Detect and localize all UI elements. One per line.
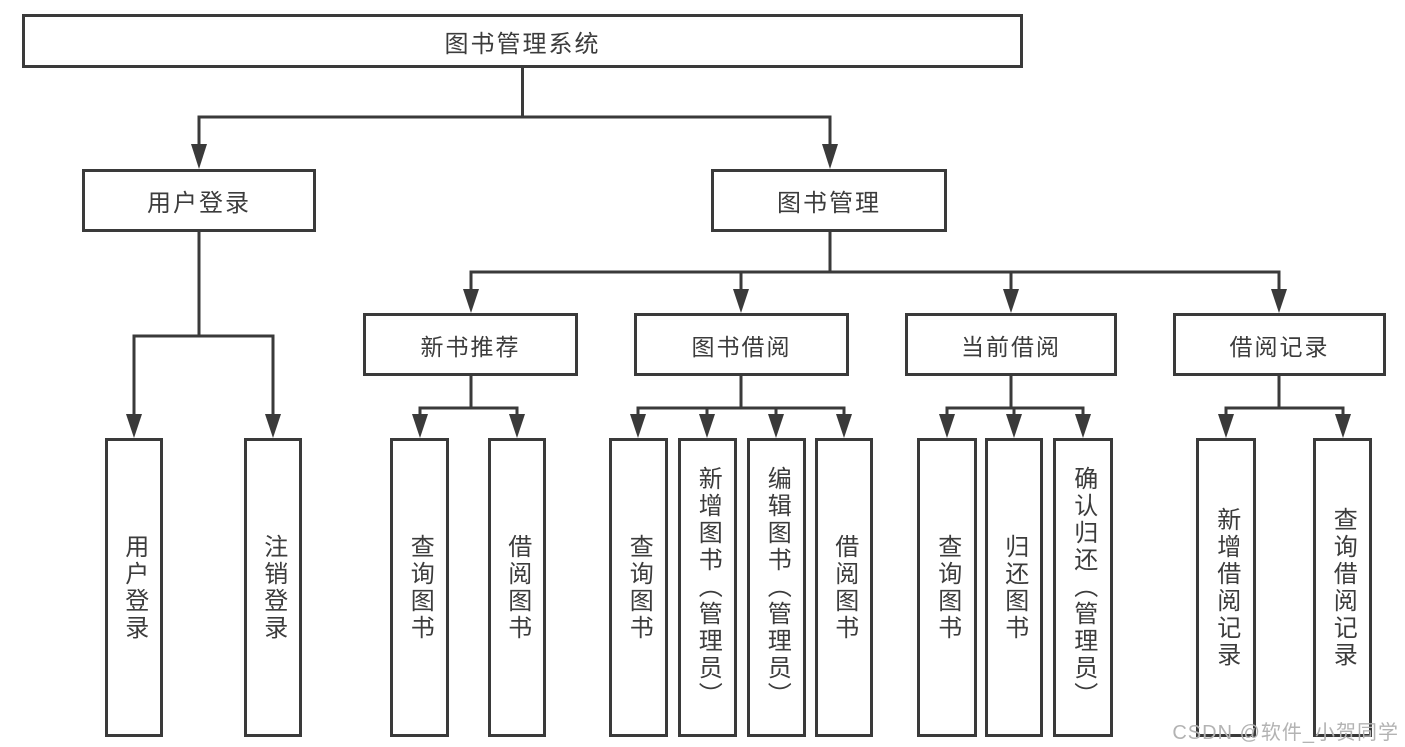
leaf-borrow-borrow-label: 借阅图书 — [830, 533, 858, 642]
leaf-records-query-label: 查询借阅记录 — [1329, 506, 1357, 669]
node-current-borrow-label: 当前借阅 — [961, 333, 1061, 360]
node-root-label: 图书管理系统 — [444, 30, 601, 58]
leaf-newbooks-query-label: 查询图书 — [406, 533, 434, 642]
leaf-current-confirm: 确认归还（管理员） — [1053, 438, 1113, 737]
leaf-borrow-edit-label: 编辑图书（管理员） — [763, 466, 791, 709]
leaf-newbooks-query: 查询图书 — [390, 438, 449, 737]
leaf-logout-label: 注销登录 — [259, 533, 287, 642]
node-book-borrow-label: 图书借阅 — [691, 333, 792, 360]
leaf-records-query: 查询借阅记录 — [1313, 438, 1372, 737]
node-user-login: 用户登录 — [82, 169, 316, 232]
leaf-user-login: 用户登录 — [105, 438, 163, 737]
node-book-management-label: 图书管理 — [777, 190, 881, 217]
leaf-user-login-label: 用户登录 — [120, 533, 148, 642]
leaf-borrow-edit: 编辑图书（管理员） — [747, 438, 806, 737]
leaf-records-add-label: 新增借阅记录 — [1212, 506, 1240, 669]
leaf-borrow-query: 查询图书 — [609, 438, 668, 737]
node-new-book-recommend: 新书推荐 — [363, 313, 578, 376]
node-new-book-recommend-label: 新书推荐 — [420, 333, 521, 360]
node-borrow-records: 借阅记录 — [1173, 313, 1386, 376]
node-user-login-label: 用户登录 — [147, 190, 251, 217]
leaf-borrow-add-label: 新增图书（管理员） — [694, 466, 722, 709]
node-borrow-records-label: 借阅记录 — [1229, 333, 1330, 360]
leaf-borrow-query-label: 查询图书 — [625, 533, 653, 642]
watermark: CSDN @软件_小贺同学 — [1172, 722, 1399, 744]
node-current-borrow: 当前借阅 — [905, 313, 1117, 376]
leaf-current-query-label: 查询图书 — [933, 533, 961, 642]
leaf-borrow-borrow: 借阅图书 — [815, 438, 873, 737]
node-book-borrow: 图书借阅 — [634, 313, 849, 376]
leaf-newbooks-borrow: 借阅图书 — [488, 438, 546, 737]
leaf-logout: 注销登录 — [244, 438, 302, 737]
leaf-current-return-label: 归还图书 — [1000, 533, 1028, 642]
leaf-current-return: 归还图书 — [985, 438, 1043, 737]
node-root: 图书管理系统 — [22, 14, 1023, 68]
leaf-borrow-add: 新增图书（管理员） — [678, 438, 737, 737]
leaf-current-confirm-label: 确认归还（管理员） — [1069, 466, 1097, 709]
node-book-management: 图书管理 — [711, 169, 947, 232]
leaf-newbooks-borrow-label: 借阅图书 — [503, 533, 531, 642]
leaf-current-query: 查询图书 — [917, 438, 977, 737]
leaf-records-add: 新增借阅记录 — [1196, 438, 1256, 737]
